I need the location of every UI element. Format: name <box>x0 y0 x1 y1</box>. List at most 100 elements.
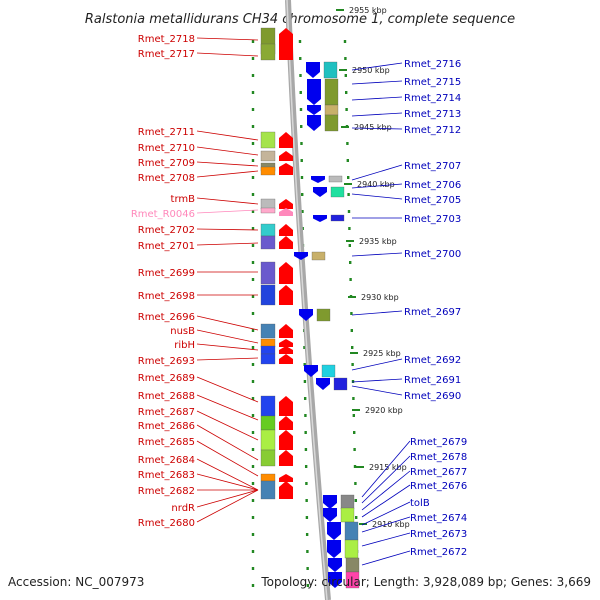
gene-leader-line <box>196 424 259 461</box>
forward-gene-arrow <box>323 508 337 522</box>
gene-label-left: Rmet_2686 <box>138 421 195 432</box>
scale-tick <box>341 126 349 128</box>
track-dot <box>251 380 255 383</box>
track-dot <box>251 40 255 43</box>
gene-label-left: Rmet_2689 <box>138 373 195 384</box>
track-dot <box>251 261 255 264</box>
gene-label-right: Rmet_2690 <box>404 391 461 402</box>
track-dot <box>304 431 307 434</box>
track-dot <box>300 176 304 179</box>
gene-leader-line <box>351 358 403 371</box>
track-dot <box>251 74 255 77</box>
track-dot <box>251 91 255 94</box>
gene-leader-line <box>196 52 259 57</box>
reverse-gene-arrow <box>279 354 293 364</box>
genome-stats-text: Topology: circular; Length: 3,928,089 bp… <box>260 575 591 589</box>
gene-label-left: Rmet_2696 <box>138 312 195 323</box>
gene-domain-box <box>260 166 276 176</box>
gene-domain-box <box>260 429 276 451</box>
track-dot <box>352 414 356 417</box>
gene-label-right: Rmet_2677 <box>410 467 467 478</box>
track-dot <box>251 329 255 332</box>
forward-gene-arrow <box>327 540 341 558</box>
gene-domain-box <box>324 104 339 116</box>
gene-label-right: Rmet_2706 <box>404 180 461 191</box>
track-dot <box>251 533 255 536</box>
gene-label-right: Rmet_2691 <box>404 375 461 386</box>
track-dot <box>343 40 347 43</box>
gene-domain-box <box>321 364 336 378</box>
forward-gene-arrow <box>313 215 327 222</box>
gene-domain-box <box>333 377 348 391</box>
gene-domain-box <box>260 449 276 467</box>
track-dot <box>299 91 302 94</box>
gene-domain-box <box>345 571 360 589</box>
forward-gene-arrow <box>299 309 313 321</box>
gene-leader-line <box>196 170 259 178</box>
gene-leader-line <box>196 209 259 214</box>
gene-leader-line <box>196 473 259 491</box>
track-dot <box>306 567 309 570</box>
track-dot <box>251 159 255 162</box>
gene-leader-line <box>351 80 403 85</box>
gene-domain-box <box>260 345 276 355</box>
forward-gene-arrow <box>307 79 321 105</box>
accession-text: Accession: NC_007973 <box>8 575 144 589</box>
gene-label-left: Rmet_2710 <box>138 143 195 154</box>
gene-domain-box <box>260 338 276 348</box>
track-dot <box>305 533 309 536</box>
track-dot <box>251 550 255 553</box>
track-dot <box>251 295 255 298</box>
gene-leader-line <box>351 385 403 396</box>
track-dot <box>299 57 302 60</box>
gene-label-left: Rmet_2680 <box>138 518 195 529</box>
gene-label-right: Rmet_2679 <box>410 437 467 448</box>
gene-leader-line <box>196 329 259 344</box>
reverse-gene-arrow <box>279 132 293 148</box>
reverse-gene-arrow <box>279 167 293 175</box>
gene-label-right: Rmet_2673 <box>410 529 467 540</box>
forward-gene-arrow <box>307 105 321 115</box>
reverse-gene-arrow <box>279 262 293 284</box>
gene-label-left: Rmet_R0046 <box>131 209 195 220</box>
gene-label-right: Rmet_2697 <box>404 307 461 318</box>
forward-gene-arrow <box>313 187 327 197</box>
track-dot <box>251 176 255 179</box>
track-dot <box>251 227 255 230</box>
gene-domain-box <box>260 323 276 339</box>
track-dot <box>251 193 255 196</box>
gene-label-left: Rmet_2717 <box>138 49 195 60</box>
scale-label: 2945 kbp <box>354 123 392 132</box>
track-dot <box>304 465 308 468</box>
track-dot <box>351 380 355 383</box>
track-dot <box>251 142 255 145</box>
track-dot <box>355 516 358 519</box>
gene-leader-line <box>361 532 411 547</box>
gene-leader-line <box>196 242 259 246</box>
gene-domain-box <box>323 61 338 79</box>
track-dot <box>353 431 356 434</box>
scale-tick <box>346 240 354 242</box>
reverse-gene-arrow <box>279 430 293 450</box>
chromosome-backbone <box>285 0 331 600</box>
reverse-gene-arrow <box>279 481 293 499</box>
track-dot <box>349 261 352 264</box>
scale-tick <box>359 523 367 525</box>
forward-gene-arrow <box>311 176 325 183</box>
gene-domain-box <box>344 521 359 541</box>
gene-label-left: Rmet_2711 <box>138 127 195 138</box>
scale-label: 2920 kbp <box>365 406 403 415</box>
scale-tick <box>356 466 364 468</box>
gene-label-left: Rmet_2685 <box>138 437 195 448</box>
chromosome-highlight <box>286 0 328 600</box>
gene-domain-box <box>330 186 345 198</box>
gene-leader-line <box>196 130 259 141</box>
track-dot <box>251 363 255 366</box>
track-dot <box>251 57 255 60</box>
gene-leader-line <box>351 164 403 181</box>
track-dot <box>301 193 304 196</box>
track-dot <box>251 210 255 213</box>
gene-label-right: Rmet_2713 <box>404 109 461 120</box>
gene-leader-line <box>196 458 259 491</box>
gene-leader-line <box>196 197 259 205</box>
